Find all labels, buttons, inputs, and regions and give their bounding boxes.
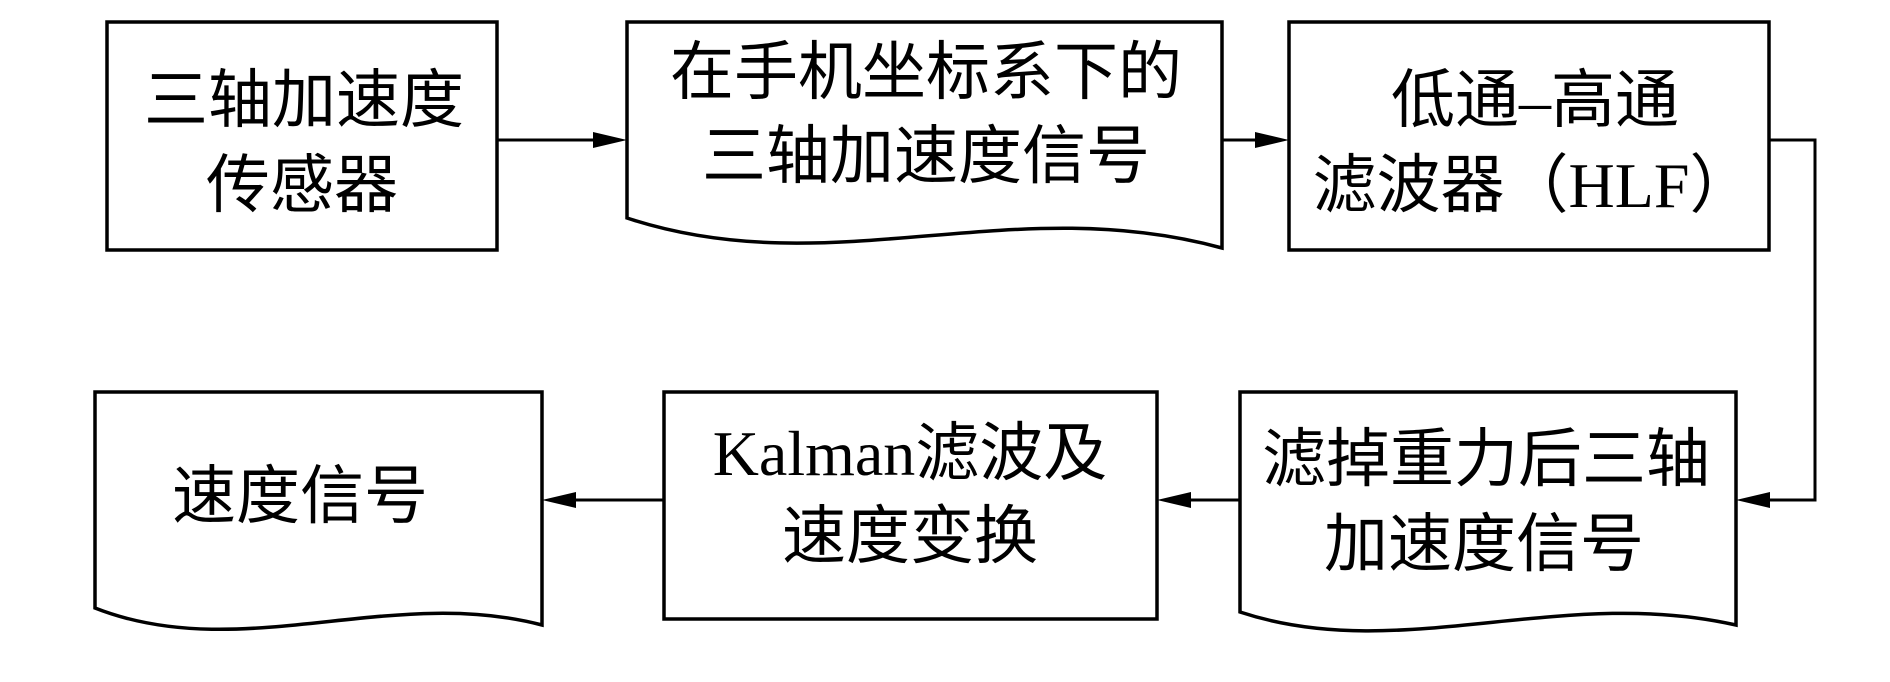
node-label-line: 滤波器（HLF） <box>1313 150 1754 221</box>
arrowhead <box>1736 492 1770 508</box>
process-box <box>662 390 1159 621</box>
arrow-filter-to-gravity-removed <box>1736 138 1817 508</box>
arrowhead <box>593 132 627 148</box>
arrowhead <box>542 492 576 508</box>
arrow-signal-to-filter <box>1222 132 1289 148</box>
node-label-line: 三轴加速度信号 <box>702 121 1150 192</box>
arrow-line <box>1768 138 1817 502</box>
node-label-line: 在手机坐标系下的 <box>670 37 1182 108</box>
node-hlf-filter: 低通–高通 滤波器（HLF） <box>1287 20 1771 252</box>
node-label-line: Kalman滤波及 <box>713 418 1108 489</box>
node-label-line: 滤掉重力后三轴 <box>1262 424 1710 495</box>
node-label-line: 速度信号 <box>172 461 428 532</box>
process-box <box>105 20 499 252</box>
node-accelerometer-sensor: 三轴加速度 传感器 <box>105 20 499 252</box>
node-label-line: 低通–高通 <box>1391 65 1679 136</box>
arrow-sensor-to-signal <box>497 132 627 148</box>
arrowhead <box>1157 492 1191 508</box>
document-box <box>1238 390 1738 633</box>
process-box <box>1287 20 1771 252</box>
node-label-line: 三轴加速度 <box>144 65 464 136</box>
arrowhead <box>1255 132 1289 148</box>
node-label-line: 速度变换 <box>782 501 1038 572</box>
arrow-gravity-removed-to-kalman <box>1157 492 1240 508</box>
arrow-kalman-to-velocity <box>542 492 664 508</box>
node-kalman-filter: Kalman滤波及 速度变换 <box>662 390 1159 621</box>
node-label-line: 传感器 <box>206 150 398 221</box>
node-label-line: 加速度信号 <box>1324 509 1644 580</box>
node-phone-frame-signal: 在手机坐标系下的 三轴加速度信号 <box>625 20 1224 251</box>
node-gravity-removed-signal: 滤掉重力后三轴 加速度信号 <box>1238 390 1738 633</box>
node-velocity-signal: 速度信号 <box>93 390 544 632</box>
document-box <box>625 20 1224 251</box>
document-box <box>93 390 544 632</box>
